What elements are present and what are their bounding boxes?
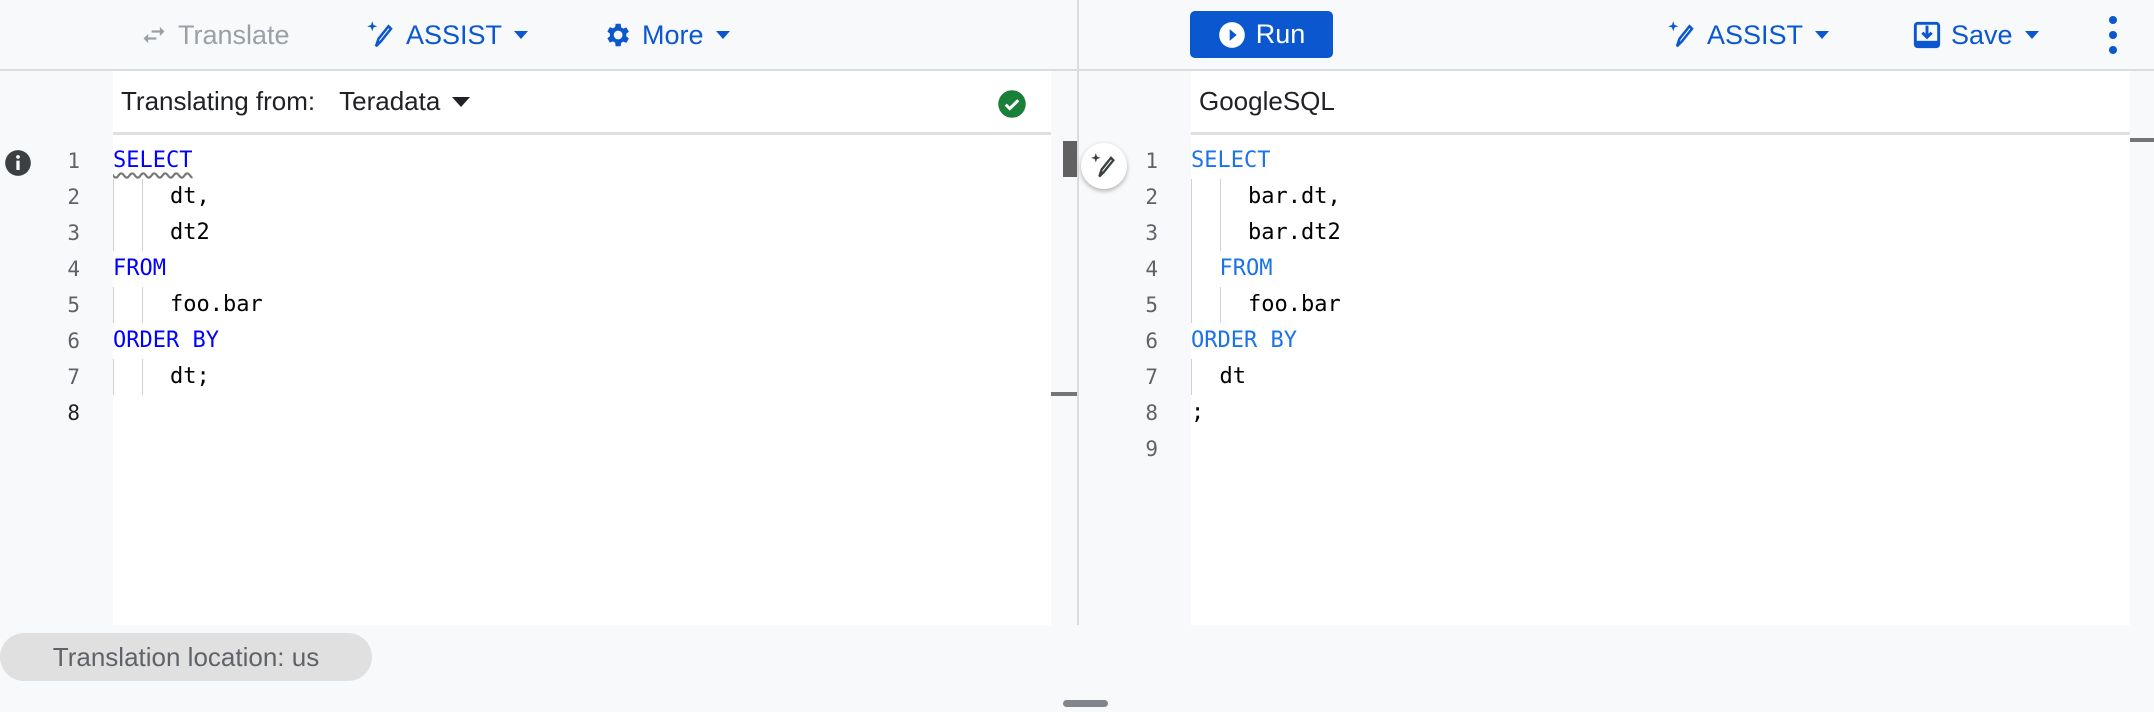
run-button[interactable]: Run <box>1190 11 1333 58</box>
assist-label: ASSIST <box>1707 19 1804 50</box>
chevron-down-icon <box>514 31 529 39</box>
more-options-kebab-icon[interactable] <box>2109 16 2121 54</box>
save-label: Save <box>1951 19 2013 50</box>
translation-location-chip[interactable]: Translation location: us <box>0 633 372 681</box>
indent-guide <box>141 359 143 395</box>
indent-guide <box>1219 179 1221 215</box>
dropdown-arrow-icon <box>452 96 471 107</box>
more-label: More <box>642 19 704 50</box>
line-number: 6 <box>1145 329 1158 353</box>
line-number: 4 <box>1145 257 1158 281</box>
assist-label: ASSIST <box>406 19 503 50</box>
assist-pen-sparkle-icon <box>1091 153 1115 178</box>
indent-guide <box>1191 287 1192 323</box>
indent-guide <box>1191 215 1192 251</box>
line-number: 9 <box>1145 437 1158 461</box>
translate-label: Translate <box>178 19 290 50</box>
line-number: 7 <box>1145 365 1158 389</box>
chevron-down-icon <box>2024 31 2039 39</box>
indent-guide <box>113 179 114 215</box>
line-number: 8 <box>1145 401 1158 425</box>
pane-divider[interactable] <box>1077 0 1079 625</box>
code-line[interactable]: dt, <box>170 184 210 209</box>
target-dialect-value: GoogleSQL <box>1199 86 1335 116</box>
indent-guide <box>113 215 114 251</box>
assist-pen-sparkle-icon <box>1668 21 1694 48</box>
line-number: 2 <box>1145 185 1158 209</box>
indent-guide <box>1191 179 1192 215</box>
source-dialect-dropdown[interactable]: Teradata <box>339 86 471 117</box>
line-number: 7 <box>67 365 80 389</box>
chevron-down-icon <box>715 31 730 39</box>
translating-from-label: Translating from: <box>121 86 316 116</box>
save-menu-button[interactable]: Save <box>1913 14 2039 56</box>
code-line[interactable]: ; <box>1191 400 1205 425</box>
indent-guide <box>141 179 143 215</box>
chevron-down-icon <box>1815 31 1830 39</box>
translate-button[interactable]: Translate <box>140 14 290 56</box>
assist-inline-button[interactable] <box>1081 143 1127 189</box>
more-menu-button[interactable]: More <box>602 14 730 56</box>
overview-ruler-marker <box>1051 392 1077 396</box>
indent-guide <box>1191 251 1192 287</box>
resize-handle[interactable] <box>1063 700 1108 707</box>
line-number: 3 <box>67 221 80 245</box>
run-label: Run <box>1255 19 1306 49</box>
code-line[interactable]: dt <box>1219 364 1247 389</box>
assist-pen-sparkle-icon <box>367 21 393 48</box>
save-download-icon <box>1913 21 1941 49</box>
overview-ruler-marker <box>2130 138 2154 142</box>
sql-keyword[interactable]: SELECT <box>113 148 193 173</box>
assist-menu-button[interactable]: ASSIST <box>366 14 529 56</box>
line-number: 1 <box>1145 149 1158 173</box>
play-circle-icon <box>1218 21 1245 48</box>
sql-keyword[interactable]: ORDER BY <box>1191 328 1297 353</box>
indent-guide <box>141 215 143 251</box>
sql-keyword[interactable]: FROM <box>1219 256 1273 281</box>
code-line[interactable]: dt2 <box>170 220 210 245</box>
indent-guide <box>1219 287 1221 323</box>
scrollbar-thumb[interactable] <box>1063 141 1077 177</box>
gear-icon <box>607 23 629 47</box>
line-number: 3 <box>1145 221 1158 245</box>
info-icon[interactable] <box>4 149 32 177</box>
code-line[interactable]: bar.dt2 <box>1248 220 1341 245</box>
target-editor[interactable] <box>1191 135 2130 625</box>
line-number: 6 <box>67 329 80 353</box>
source-dialect-value: Teradata <box>339 86 441 116</box>
code-line[interactable]: bar.dt, <box>1248 184 1341 209</box>
line-number: 4 <box>67 257 80 281</box>
line-number: 5 <box>1145 293 1158 317</box>
sql-keyword[interactable]: ORDER BY <box>113 328 219 353</box>
target-dialect-header: GoogleSQL <box>1191 71 2130 135</box>
indent-guide <box>1219 215 1221 251</box>
code-line[interactable]: foo.bar <box>1248 292 1341 317</box>
swap-icon <box>143 26 165 44</box>
indent-guide <box>1191 359 1192 395</box>
check-circle-icon <box>998 90 1026 118</box>
line-number: 8 <box>67 401 80 425</box>
sql-keyword[interactable]: SELECT <box>1191 148 1271 173</box>
line-number: 5 <box>67 293 80 317</box>
code-line[interactable]: dt; <box>170 364 210 389</box>
code-line[interactable]: foo.bar <box>170 292 263 317</box>
assist-menu-button-target[interactable]: ASSIST <box>1667 14 1830 56</box>
line-number: 2 <box>67 185 80 209</box>
line-number: 1 <box>67 149 80 173</box>
sql-keyword[interactable]: FROM <box>113 256 166 281</box>
source-dialect-header: Translating from: Teradata <box>113 71 1051 135</box>
indent-guide <box>113 359 114 395</box>
indent-guide <box>141 287 143 323</box>
source-editor[interactable] <box>113 135 1051 625</box>
indent-guide <box>113 287 114 323</box>
translation-location-label: Translation location: us <box>52 641 320 672</box>
source-toolbar: Translate ASSIST More <box>0 0 1077 71</box>
target-toolbar: Run ASSIST Save <box>1079 0 2154 71</box>
